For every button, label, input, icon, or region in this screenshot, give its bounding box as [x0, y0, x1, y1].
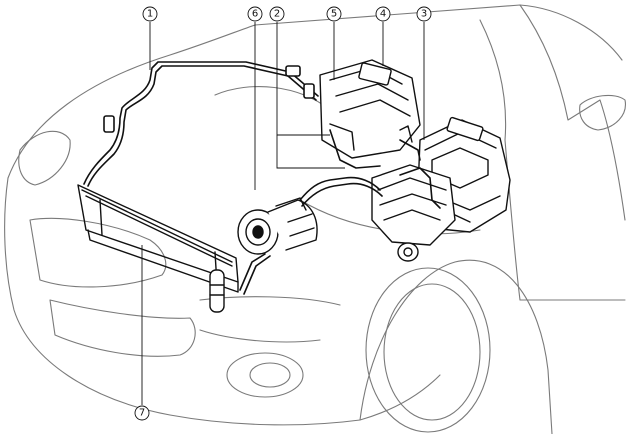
car-body: [4, 4, 626, 434]
callout-5: 5: [326, 6, 342, 22]
front-tire-inner: [383, 283, 481, 421]
leader-2b: [276, 135, 345, 169]
callout-4: 4: [375, 6, 391, 22]
callout-6: 6: [247, 6, 263, 22]
headlight: [18, 130, 71, 186]
svg-text:6: 6: [252, 9, 258, 20]
callouts: 1 6 2 5 4 3 7: [134, 6, 432, 421]
svg-text:4: 4: [380, 9, 386, 20]
condenser: [77, 184, 239, 313]
hood-outline: [7, 4, 623, 179]
side-mirror: [579, 94, 626, 131]
front-tire: [365, 267, 491, 433]
callout-2: 2: [269, 6, 285, 22]
grille-lower: [49, 299, 196, 357]
svg-text:1: 1: [147, 9, 153, 20]
svg-text:2: 2: [274, 9, 280, 20]
svg-text:7: 7: [139, 408, 145, 419]
a-pillar: [479, 19, 507, 141]
refrigerant-lines: [83, 61, 441, 295]
svg-text:3: 3: [421, 9, 427, 20]
fog-light-housing: [226, 352, 304, 398]
fog-light: [249, 362, 291, 388]
callout-3: 3: [416, 6, 432, 22]
fender-line: [359, 374, 441, 421]
front-fascia: [4, 177, 361, 426]
wheel-arch: [359, 259, 553, 434]
door-line: [504, 139, 626, 301]
ac-components: [77, 59, 511, 313]
callout-7: 7: [134, 405, 150, 421]
callout-1: 1: [142, 6, 158, 22]
windshield-frame: [519, 4, 626, 221]
grille-upper: [29, 217, 167, 288]
leader-lines: [141, 22, 425, 405]
compressor: [237, 197, 318, 255]
hvac-lower-housing: [371, 164, 456, 262]
svg-text:5: 5: [331, 9, 337, 20]
cowl-line: [214, 86, 331, 111]
blower-case: [319, 59, 421, 159]
bumper-lower-line: [199, 329, 321, 343]
